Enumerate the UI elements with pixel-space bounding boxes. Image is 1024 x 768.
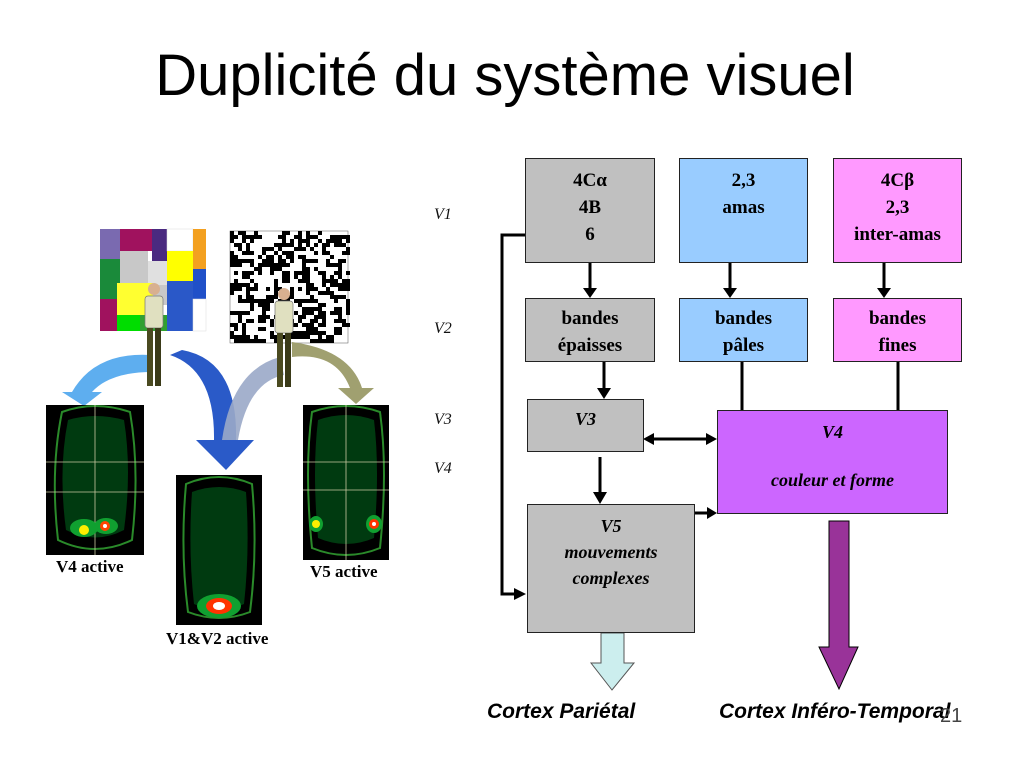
box-interblob-v1-line-1: 4Cβ: [880, 170, 915, 191]
page-number: 21: [940, 705, 963, 727]
box-thick-line-2: épaisses: [557, 335, 623, 356]
diagram-connectors: [500, 233, 900, 596]
level-label-v2: V2: [434, 320, 452, 337]
box-magno-v1-line-1: 4Cα: [573, 170, 607, 191]
observer-left: [144, 283, 164, 386]
box-interblob-v1-line-3: inter-amas: [854, 224, 941, 245]
arrow-to-v5-scan: [292, 342, 374, 404]
box-pale-stripes: bandes pâles: [679, 298, 808, 362]
box-interblob-v1-line-2: 2,3: [885, 197, 910, 218]
level-label-v1: V1: [434, 206, 452, 223]
observer-right: [274, 288, 294, 387]
box-thin-line-1: bandes: [868, 308, 927, 329]
box-pale-line-1: bandes: [714, 308, 773, 329]
label-v5-active: V5 active: [310, 562, 378, 581]
box-interblob-v1: 4Cβ 2,3 inter-amas: [833, 158, 962, 263]
box-thick-stripes: bandes épaisses: [525, 298, 655, 362]
box-pale-line-2: pâles: [722, 335, 765, 356]
arrow-to-v4-scan: [62, 354, 152, 406]
parietal-output-arrow: [589, 632, 636, 691]
temporal-output-arrow: [818, 520, 859, 691]
box-magno-v1-line-2: 4B: [578, 197, 602, 218]
label-v1v2-active: V1&V2 active: [166, 629, 269, 648]
box-thin-line-2: fines: [878, 335, 917, 356]
box-blob-v1-line-1: 2,3: [731, 170, 756, 191]
box-v4-desc: couleur et forme: [771, 470, 894, 490]
box-v4-name: V4: [821, 422, 843, 442]
page-title: Duplicité du système visuel: [155, 43, 855, 108]
box-magno-v1-line-3: 6: [585, 224, 595, 245]
box-blob-v1-line-2: amas: [722, 197, 765, 218]
box-thick-line-1: bandes: [561, 308, 619, 329]
box-v5-desc-line-2: complexes: [572, 568, 650, 588]
box-v3-label: V3: [574, 409, 596, 429]
box-magno-v1: 4Cα 4B 6: [525, 158, 655, 263]
box-v5: V5 mouvements complexes: [527, 504, 695, 633]
output-parietal: Cortex Pariétal: [487, 700, 636, 723]
box-v4: V4 couleur et forme: [717, 410, 948, 514]
scan-v1v2: [176, 475, 262, 625]
box-v3: V3: [527, 399, 644, 452]
box-v5-name: V5: [600, 516, 622, 536]
scan-v4: [46, 405, 144, 555]
level-label-v4: V4: [434, 460, 452, 477]
scan-v5: [303, 405, 389, 560]
box-thin-stripes: bandes fines: [833, 298, 962, 362]
box-v5-desc-line-1: mouvements: [564, 542, 658, 562]
output-temporal: Cortex Inféro-Temporal: [719, 700, 951, 723]
arrow-to-v1v2-scan-2: [222, 357, 284, 440]
level-label-v3: V3: [434, 411, 452, 428]
label-v4-active: V4 active: [56, 557, 124, 576]
box-blob-v1: 2,3 amas: [679, 158, 808, 263]
